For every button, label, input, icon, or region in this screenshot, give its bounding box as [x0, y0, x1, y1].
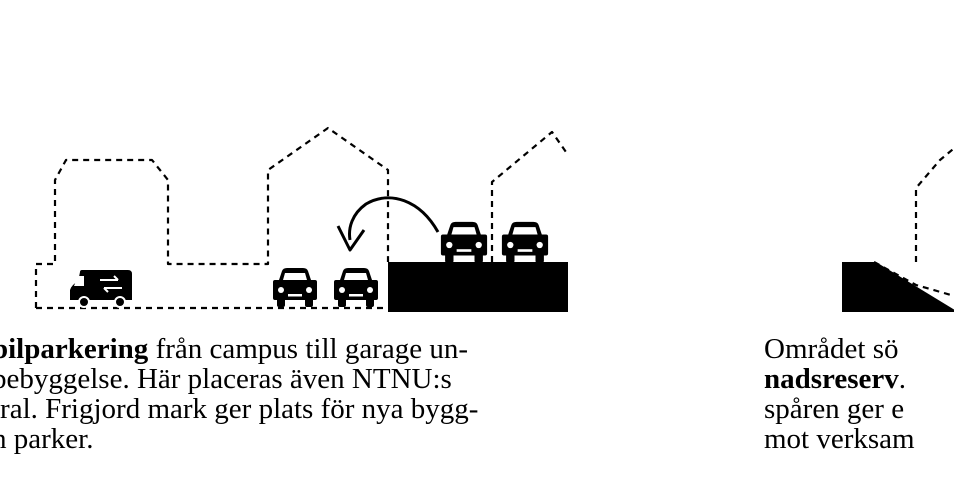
- illustration-diagram: [34, 126, 954, 312]
- caption-right-line-2: nadsreserv.: [764, 364, 915, 394]
- building-outline-3: [914, 146, 954, 262]
- terrain-slope: [842, 262, 954, 312]
- car-icon: [440, 221, 488, 263]
- garage-block: [388, 262, 568, 312]
- car-icon: [273, 268, 317, 307]
- caption-left-line-3: tral. Frigjord mark ger plats för nya by…: [0, 393, 479, 425]
- car-icon: [334, 268, 378, 307]
- caption-left-line-4: h parker.: [0, 423, 94, 455]
- caption-right-line-4: mot verksam: [764, 423, 915, 455]
- caption-left-line-1-text: från campus till garage un-: [148, 333, 468, 365]
- caption-right-line-2-text: .: [898, 363, 907, 395]
- caption-right-line-3: spåren ger e: [764, 393, 905, 425]
- caption-left: bilparkering från campus till garage un-…: [0, 334, 478, 454]
- caption-right-bold-term: nadsreserv: [764, 363, 899, 395]
- delivery-van-icon: [70, 270, 132, 308]
- caption-left-bold-term: bilparkering: [0, 333, 149, 365]
- caption-left-line-1: bilparkering från campus till garage un-: [0, 334, 478, 364]
- caption-right-line-1: Området sö: [764, 333, 899, 365]
- building-outline-1: [34, 126, 390, 308]
- curved-arrow-icon: [336, 196, 440, 252]
- caption-right: Området sö nadsreserv. spåren ger e mot …: [764, 334, 915, 454]
- caption-left-line-2: bebyggelse. Här placeras även NTNU:s: [0, 363, 452, 395]
- car-icon: [501, 221, 549, 263]
- building-outline-2: [490, 130, 567, 262]
